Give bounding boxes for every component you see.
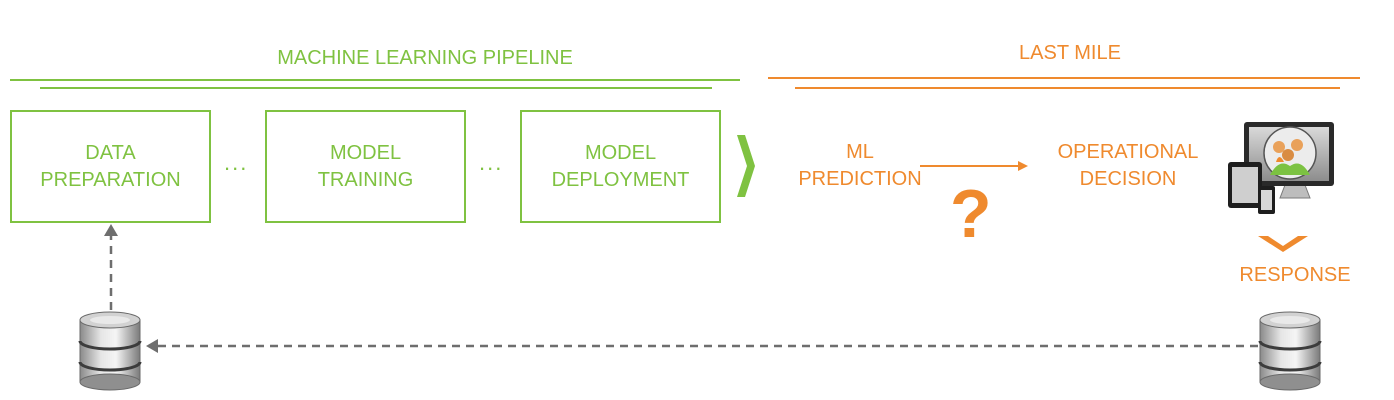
operational-decision-label: OPERATIONAL DECISION xyxy=(1040,139,1216,193)
stage-box-model-deployment: MODEL DEPLOYMENT xyxy=(520,110,721,223)
dashed-arrow-up-head xyxy=(104,224,118,236)
stage-label-line2: PREPARATION xyxy=(40,168,181,191)
pipeline-header: MACHINE LEARNING PIPELINE xyxy=(277,47,573,69)
arrow-right-head xyxy=(1018,161,1028,171)
stage-label-line1: DATA xyxy=(85,141,136,164)
ellipsis: ... xyxy=(224,150,249,175)
response-label: RESPONSE xyxy=(1239,264,1351,286)
dashed-arrow-left-head xyxy=(146,339,158,353)
chevron-down-icon xyxy=(1258,236,1308,252)
ellipsis: ... xyxy=(479,150,504,175)
ml-prediction-line1: ML xyxy=(846,141,874,163)
stage-box-data-preparation: DATA PREPARATION xyxy=(10,110,211,223)
operational-decision-line2: DECISION xyxy=(1079,168,1177,190)
devices-icon xyxy=(1228,122,1334,214)
stage-label-line1: MODEL xyxy=(329,141,402,164)
database-icon xyxy=(1258,311,1322,391)
ml-prediction-line2: PREDICTION xyxy=(798,168,922,190)
question-mark: ? xyxy=(950,176,992,252)
last-mile-header: LAST MILE xyxy=(1019,42,1121,64)
operational-decision-line1: OPERATIONAL xyxy=(1057,141,1199,163)
stage-label-line2: DEPLOYMENT xyxy=(551,168,690,191)
ml-prediction-label: ML PREDICTION xyxy=(790,139,930,193)
stage-box-model-training: MODEL TRAINING xyxy=(265,110,466,223)
database-icon xyxy=(78,311,142,391)
stage-label-line2: TRAINING xyxy=(317,168,414,191)
chevron-right-icon xyxy=(737,135,755,197)
stage-label-line1: MODEL xyxy=(584,141,657,164)
